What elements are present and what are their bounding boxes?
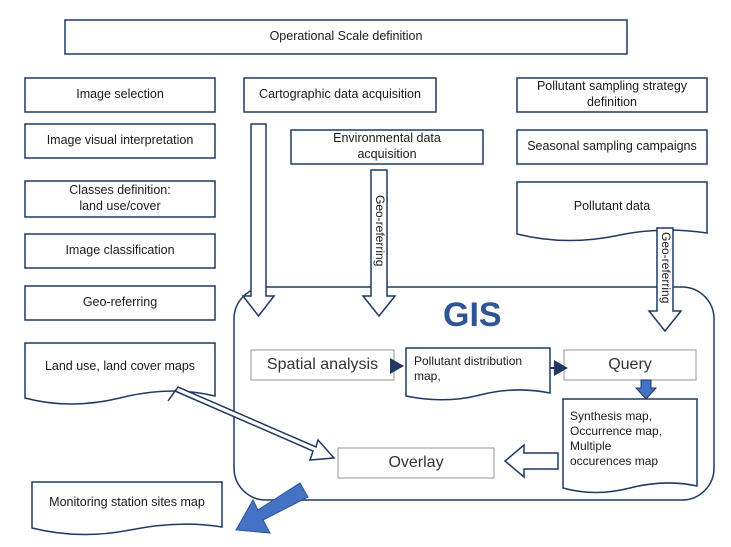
gis-container <box>233 286 715 501</box>
landuse-to-overlay-arrow <box>167 386 336 461</box>
image-classification-box <box>24 233 216 269</box>
overlay-label: Overlay <box>388 454 444 471</box>
overlay-box <box>337 447 495 479</box>
query-to-synthesis-arrow <box>634 379 658 400</box>
image-selection-label: Image selection <box>76 87 164 102</box>
image-visual-interpretation-box <box>24 123 216 159</box>
geo-referring-label: Geo-referring <box>82 295 158 310</box>
campaigns-box <box>516 129 708 165</box>
pollutant-distribution-doc <box>405 347 551 401</box>
classes-definition-box <box>24 180 216 218</box>
pollutant-down-arrow <box>647 227 683 333</box>
cartographic-down-arrow <box>241 123 276 318</box>
monitoring-station-doc <box>31 481 223 536</box>
classes-definition-label: Classes definition: land use/cover <box>69 183 171 213</box>
pollutant-data-doc <box>516 181 708 242</box>
strategy-box <box>516 77 708 113</box>
synthesis-label: Synthesis map, Occurrence map, Multiple … <box>570 409 663 468</box>
synthesis-doc <box>562 398 698 494</box>
land-use-maps-doc <box>24 342 216 405</box>
operational-scale-box <box>64 19 628 55</box>
overlay-to-monitoring-arrow <box>235 482 309 534</box>
pollutant-distribution-label: Pollutant distribution map, <box>414 354 523 383</box>
monitoring-station-label: Monitoring station sites map <box>49 495 205 510</box>
strategy-label: Pollutant sampling strategy definition <box>536 79 688 109</box>
land-use-maps-label: Land use, land cover maps <box>44 359 196 374</box>
cartographic-box <box>243 77 437 113</box>
query-box <box>563 349 697 381</box>
campaigns-label: Seasonal sampling campaigns <box>527 139 697 154</box>
environmental-box <box>290 129 484 165</box>
middle-georef-label: Geo-referring <box>373 195 387 267</box>
image-visual-interpretation-label: Image visual interpretation <box>46 133 194 148</box>
gis-title: GIS <box>443 296 502 334</box>
query-label: Query <box>608 356 652 373</box>
cartographic-label: Cartographic data acquisition <box>259 87 421 102</box>
synthesis-to-overlay-arrow <box>503 443 559 479</box>
operational-scale-label: Operational Scale definition <box>269 29 423 44</box>
spatial-analysis-label: Spatial analysis <box>266 356 379 373</box>
image-classification-label: Image classification <box>65 243 175 258</box>
pollutant-data-label: Pollutant data <box>573 199 651 214</box>
image-selection-box <box>24 77 216 113</box>
environmental-label: Environmental data acquisition <box>333 131 441 161</box>
geo-referring-box <box>24 285 216 321</box>
environmental-down-arrow <box>361 169 397 318</box>
right-georef-label: Geo-referring <box>659 232 673 304</box>
